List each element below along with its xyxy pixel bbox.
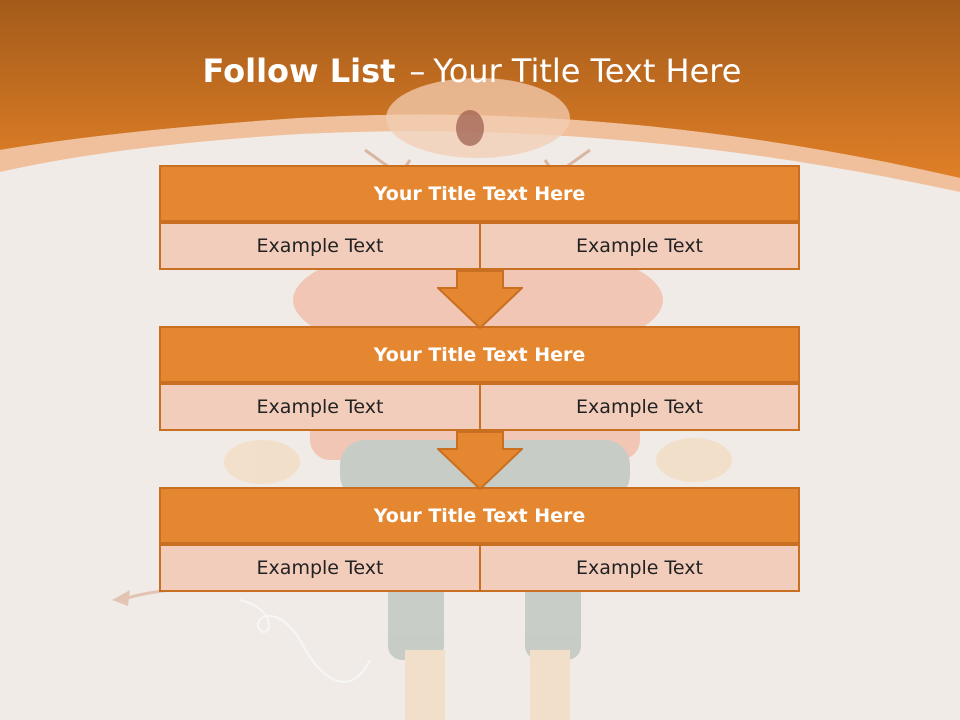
header-banner bbox=[0, 0, 960, 192]
figure-hand-left bbox=[224, 440, 300, 484]
motion-arrowhead bbox=[112, 590, 130, 606]
motion-swirl bbox=[239, 599, 371, 683]
step-1-right-cell: Example Text bbox=[479, 222, 800, 270]
step-block-1: Your Title Text Here Example Text Exampl… bbox=[159, 165, 800, 270]
step-2-right-cell: Example Text bbox=[479, 383, 800, 431]
slide-title-bold: Follow List bbox=[202, 52, 396, 90]
figure-shin-left bbox=[405, 650, 445, 720]
figure-mouth bbox=[456, 110, 484, 146]
step-title-1: Your Title Text Here bbox=[159, 165, 800, 222]
step-title-3: Your Title Text Here bbox=[159, 487, 800, 544]
header-swoosh bbox=[0, 114, 960, 192]
slide-title-separator: – bbox=[409, 52, 426, 90]
figure-shin-right bbox=[530, 650, 570, 720]
slide-title-rest: Your Title Text Here bbox=[433, 52, 742, 90]
figure-leg-left bbox=[388, 580, 444, 660]
slide-title: Follow List–Your Title Text Here bbox=[0, 52, 944, 90]
step-block-3: Your Title Text Here Example Text Exampl… bbox=[159, 487, 800, 592]
down-arrow-icon bbox=[437, 431, 523, 490]
step-1-left-cell: Example Text bbox=[159, 222, 481, 270]
step-title-2: Your Title Text Here bbox=[159, 326, 800, 383]
down-arrow-icon bbox=[437, 270, 523, 329]
step-2-left-cell: Example Text bbox=[159, 383, 481, 431]
step-block-2: Your Title Text Here Example Text Exampl… bbox=[159, 326, 800, 431]
figure-leg-right bbox=[525, 580, 581, 660]
step-3-right-cell: Example Text bbox=[479, 544, 800, 592]
figure-hand-right bbox=[656, 438, 732, 482]
step-3-left-cell: Example Text bbox=[159, 544, 481, 592]
